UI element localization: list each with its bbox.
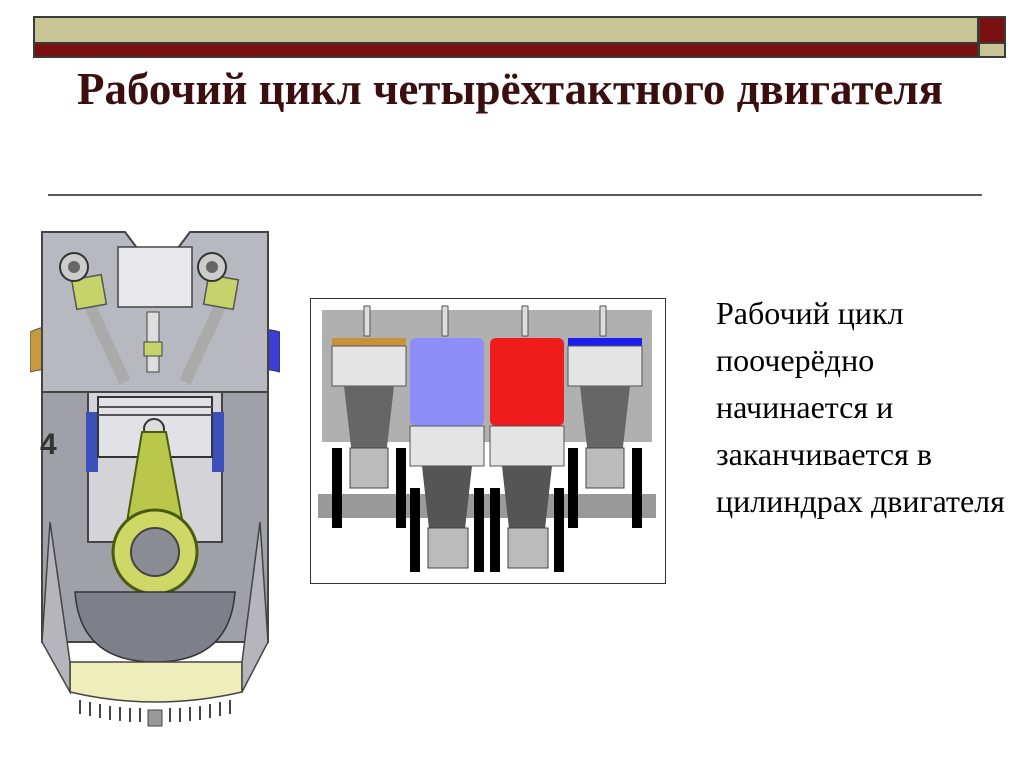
- header-square-olive: [978, 42, 1006, 58]
- header-bar-olive: [33, 16, 979, 44]
- body-text: Рабочий цикл поочерёдно начинается и зак…: [716, 295, 1005, 519]
- engine-cross-section-image: 4: [30, 231, 280, 727]
- header-bar-maroon: [33, 42, 979, 58]
- four-cylinder-engine-diagram: [310, 298, 666, 584]
- slide-title: Рабочий цикл четырёхтактного двигателя: [76, 64, 944, 114]
- header-square-maroon: [978, 16, 1006, 44]
- stroke-number-label: 4: [40, 428, 57, 461]
- title-divider: [48, 194, 982, 196]
